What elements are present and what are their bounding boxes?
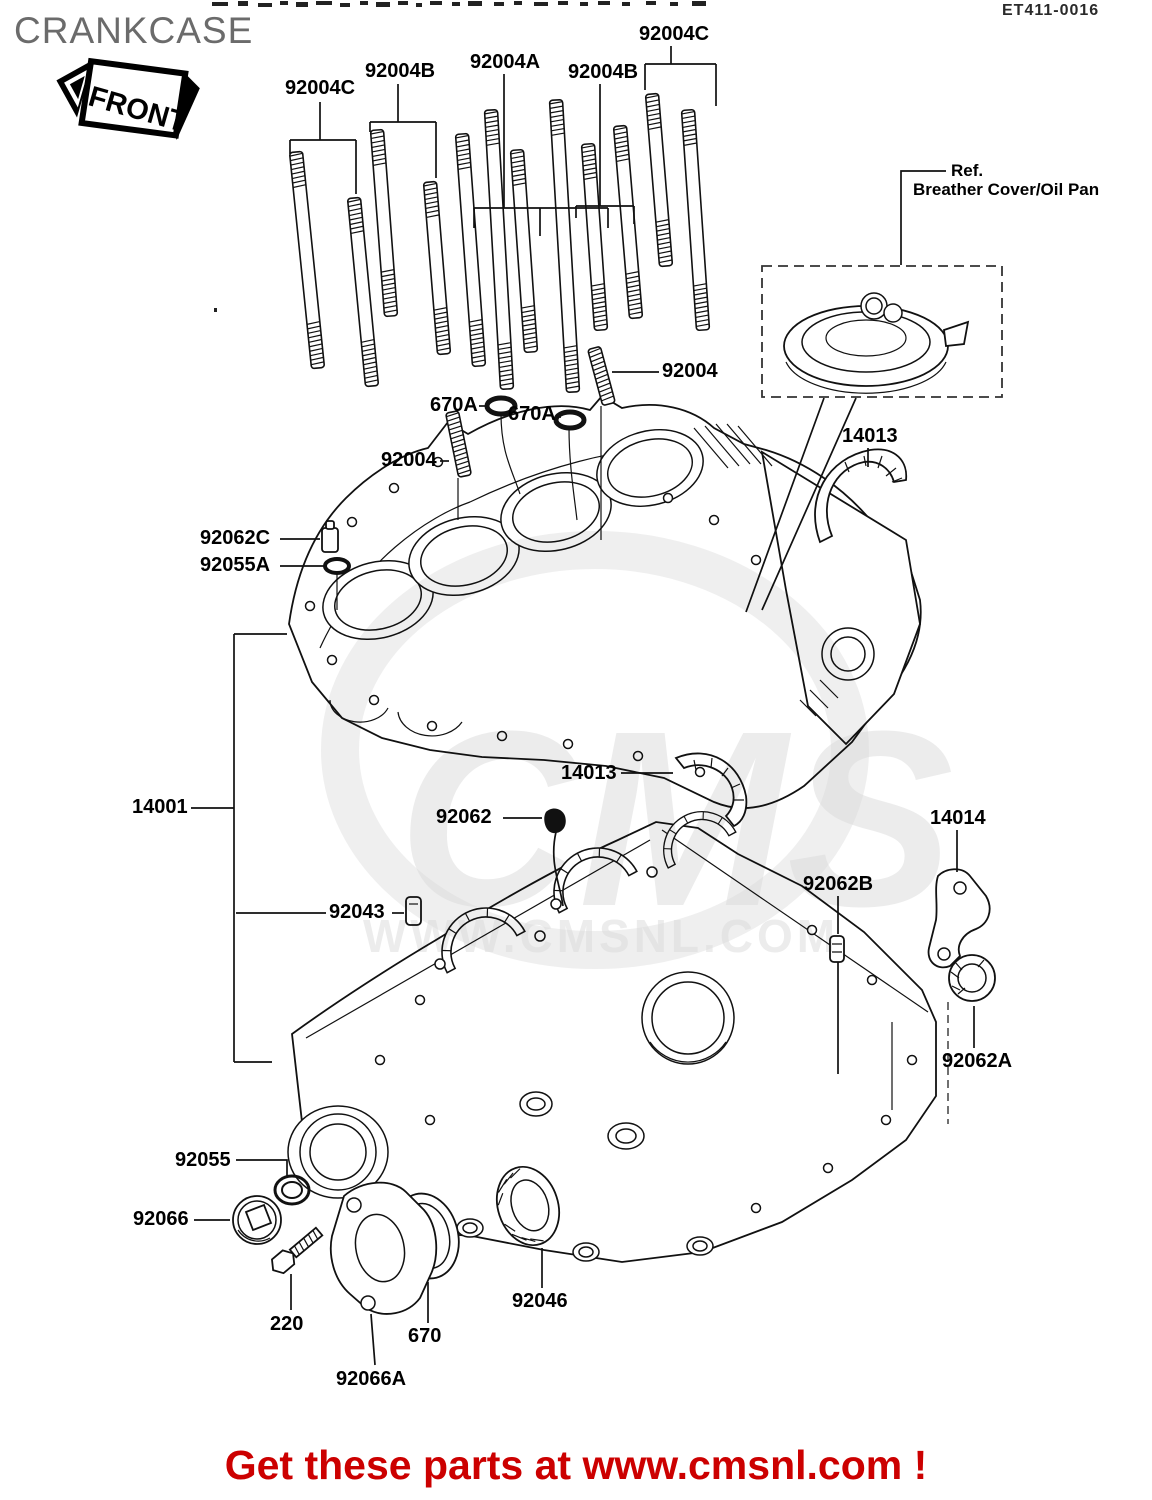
cylinder-stud — [644, 92, 674, 268]
oring-670a-2 — [553, 409, 587, 431]
part-label-670: 670 — [408, 1325, 442, 1347]
bearing-insert-14013-upper — [814, 448, 908, 544]
leader-92004c-2 — [644, 46, 717, 106]
cap-92066 — [232, 1195, 282, 1245]
part-label-92062b: 92062B — [803, 873, 874, 895]
cylinder-stud — [509, 148, 539, 354]
leader-92004b-1 — [369, 84, 437, 178]
fiche-code: ET411-0016 — [1002, 2, 1100, 19]
part-label-92043: 92043 — [329, 901, 385, 923]
part-label-14014: 14014 — [930, 807, 986, 829]
part-label-670a: 670A — [430, 394, 478, 416]
leader-92004a — [473, 74, 609, 236]
cylinder-studs-group — [289, 92, 711, 478]
leader-lines — [191, 46, 975, 1366]
upper-crankcase-half — [288, 394, 922, 809]
part-label-breather-cover-oil-pan: Breather Cover/Oil Pan — [913, 180, 1100, 199]
assembly-guide-lines — [336, 406, 602, 610]
cylinder-stud — [483, 108, 515, 391]
cylinder-stud — [369, 128, 399, 318]
part-label-92004: 92004 — [381, 449, 437, 471]
part-label-ref-: Ref. — [951, 161, 984, 180]
watermark-logo-text: CMS — [398, 679, 954, 958]
page-title: CRANKCASE — [14, 10, 254, 51]
plug-92062 — [544, 808, 566, 834]
part-label-92004c: 92004C — [285, 77, 356, 99]
bolt-220 — [271, 1226, 324, 1275]
part-label-92062a: 92062A — [942, 1050, 1013, 1072]
cylinder-stud — [454, 132, 487, 368]
leader-ref-note — [900, 170, 946, 265]
leader-92066a — [370, 1313, 376, 1366]
part-label-14013: 14013 — [842, 425, 898, 447]
watermark-url-text: WWW.CMSNL.COM — [363, 910, 839, 962]
cylinder-stud — [289, 150, 325, 370]
cylinder-stud — [612, 124, 644, 320]
cylinder-stud — [680, 108, 711, 332]
short-stud-92004 — [445, 410, 472, 478]
plug-92062c — [321, 520, 339, 553]
leader-92004c-1 — [289, 102, 357, 194]
scan-noise — [212, 1, 706, 312]
leader-92004b-2 — [575, 84, 635, 224]
cms-watermark: CMS WWW.CMSNL.COM — [321, 531, 954, 969]
part-label-14013: 14013 — [561, 762, 617, 784]
part-label-14001: 14001 — [132, 796, 188, 818]
bracket-14001 — [191, 633, 326, 1063]
front-arrow: FRONT — [56, 57, 200, 140]
cylinder-stud — [347, 196, 379, 388]
short-stud-92004 — [587, 346, 616, 406]
part-label-92066: 92066 — [133, 1208, 189, 1230]
part-label-92055a: 92055A — [200, 554, 271, 576]
oring-92055a — [323, 557, 351, 575]
part-label-220: 220 — [270, 1313, 304, 1335]
part-label-92046: 92046 — [512, 1290, 568, 1312]
part-label-670a: 670A — [508, 403, 556, 425]
plug-92062a — [948, 954, 996, 1002]
leader-92055 — [236, 1159, 288, 1178]
plug-92062b — [829, 935, 845, 963]
footer-promo-text: Get these parts at www.cmsnl.com ! — [224, 1442, 928, 1488]
breather-cover-ref — [761, 265, 1003, 398]
bearing-insert-14013-lower — [674, 752, 748, 828]
part-label-92004b: 92004B — [365, 60, 436, 82]
part-label-92004c: 92004C — [639, 23, 710, 45]
bracket-14014 — [927, 868, 991, 969]
part-label-92055: 92055 — [175, 1149, 231, 1171]
part-label-92004b: 92004B — [568, 61, 639, 83]
part-label-92062: 92062 — [436, 806, 492, 828]
needle-bearing-92046 — [496, 1165, 560, 1247]
part-label-92062c: 92062C — [200, 527, 271, 549]
part-label-92004: 92004 — [662, 360, 718, 382]
cylinder-stud — [422, 180, 452, 356]
cylinder-stud — [548, 98, 581, 394]
leader-92062 — [503, 817, 564, 907]
part-label-92066a: 92066A — [336, 1368, 407, 1390]
cylinder-stud — [580, 142, 609, 332]
part-label-92004a: 92004A — [470, 51, 541, 73]
oring-92055 — [273, 1174, 311, 1206]
cover-92066a — [329, 1181, 438, 1315]
